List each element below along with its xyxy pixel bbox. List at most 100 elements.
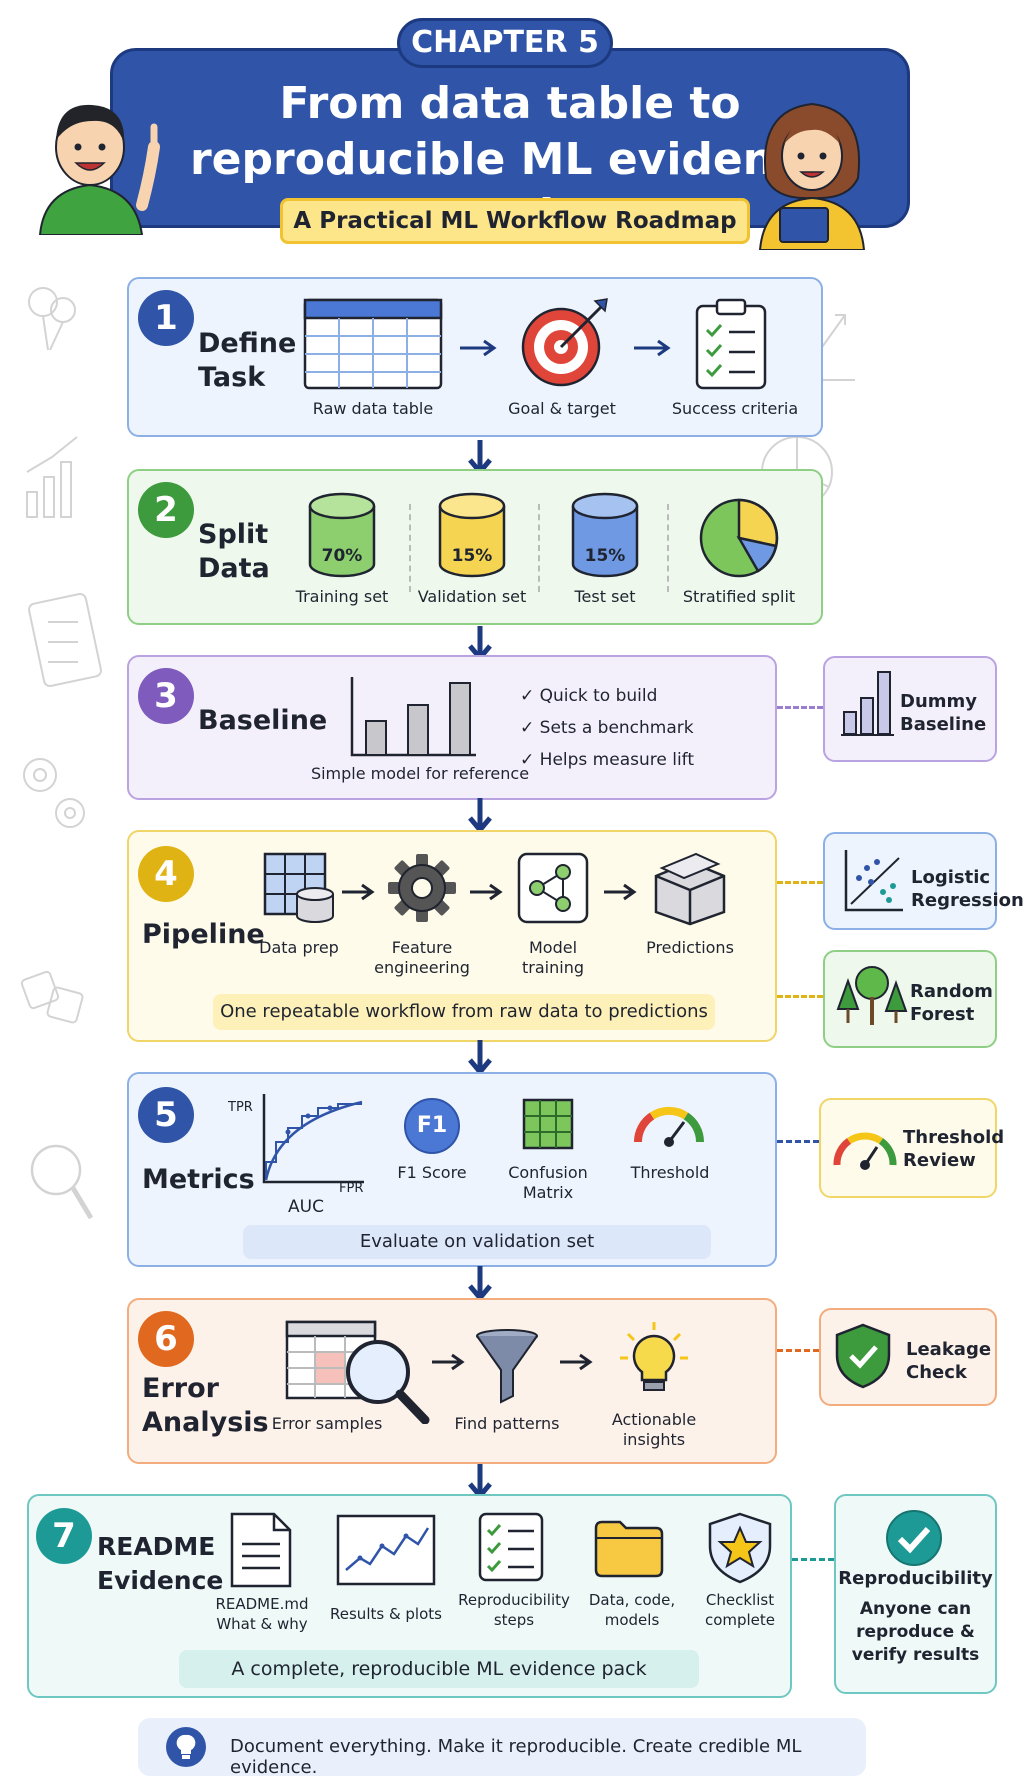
divider (667, 504, 669, 592)
step-6-item-label: Error samples (271, 1414, 383, 1433)
checklist-item: ✓ Quick to build (520, 686, 658, 706)
step-7-item-label: Reproducibility steps (458, 1591, 570, 1629)
dashed-connector (777, 995, 823, 998)
arrow-right-icon (604, 883, 637, 901)
clipboard-check-icon (695, 298, 767, 390)
percent-label: 15% (451, 546, 493, 566)
lightbulb-badge-icon (166, 1727, 206, 1767)
logistic-regression-card (823, 832, 997, 930)
threshold-review-gauge-icon (833, 1132, 897, 1170)
chapter-badge: CHAPTER 5 (397, 18, 613, 68)
dashed-connector (777, 881, 823, 884)
data-prep-icon (263, 852, 334, 923)
tools-doodle-icon (20, 970, 84, 1024)
dummy-bar-icon (841, 671, 894, 736)
step-6-number: 6 (138, 1311, 194, 1367)
step-4-item-label: Feature engineering (374, 938, 470, 977)
step-2-item-label: Validation set (417, 587, 527, 606)
arrow-right-icon (460, 339, 497, 357)
lightbulb-icon (620, 1322, 688, 1391)
threshold-gauge-icon (633, 1106, 705, 1147)
step-7-item-label: Checklist complete (704, 1591, 776, 1629)
readme-document-icon (230, 1512, 292, 1588)
percent-label: 15% (584, 546, 626, 566)
step-2-item-label: Training set (295, 587, 389, 606)
step-3-title: Baseline (198, 705, 328, 736)
step-1-title: Define Task (198, 328, 297, 393)
footer-text: Document everything. Make it reproducibl… (230, 1736, 802, 1778)
training-set-cylinder-icon (308, 492, 376, 578)
pipeline-note: One repeatable workflow from raw data to… (213, 994, 715, 1030)
step-6-item-label: Find patterns (454, 1414, 560, 1433)
reproducibility-checklist-icon (478, 1512, 544, 1582)
gears-doodle-icon (23, 758, 85, 828)
title-line-1: From data table to (279, 78, 741, 129)
step-1-item-label: Goal & target (508, 399, 616, 418)
step-7-item-label: Results & plots (330, 1605, 442, 1623)
step-4-item-label: Predictions (646, 938, 734, 957)
gear-icon (388, 854, 456, 922)
roc-y-label: TPR (228, 1100, 253, 1115)
arrow-right-icon (342, 883, 375, 901)
step-7-number: 7 (36, 1508, 92, 1564)
magnifier-doodle-icon (30, 1144, 94, 1220)
data-table-icon (303, 298, 443, 390)
metrics-note: Evaluate on validation set (243, 1225, 711, 1259)
model-graph-icon (517, 852, 589, 924)
step-2-item-label: Stratified split (682, 587, 796, 606)
validation-set-cylinder-icon (438, 492, 506, 578)
leakage-check-label: Leakage Check (906, 1339, 992, 1383)
roc-x-label: FPR (339, 1181, 364, 1196)
dashed-connector (792, 1558, 834, 1561)
step-3-number: 3 (138, 668, 194, 724)
dashed-connector (777, 1349, 819, 1352)
scatter-plot-icon (844, 850, 903, 912)
divider (538, 504, 540, 592)
threshold-review-card (819, 1098, 997, 1198)
step-4-item-label: Model training (522, 938, 584, 977)
step-7-title: README Evidence (97, 1532, 224, 1595)
checklist-item: ✓ Helps measure lift (520, 750, 695, 770)
arrow-right-icon (634, 339, 671, 357)
arrow-right-icon (432, 1353, 465, 1371)
step-6-item-label: Actionable insights (611, 1410, 697, 1449)
baseline-caption: Simple model for reference (310, 764, 530, 783)
bar-chart-doodle-icon (26, 436, 78, 518)
check-icon: ✓ (520, 686, 535, 706)
error-samples-search-icon (285, 1320, 430, 1424)
step-1-item-label: Success criteria (671, 399, 799, 418)
shield-star-icon (708, 1512, 772, 1584)
dashed-connector (777, 706, 823, 709)
step-2-item-label: Test set (574, 587, 636, 606)
confusion-matrix-icon (522, 1098, 574, 1150)
step-5-number: 5 (138, 1087, 194, 1143)
f1-badge-icon: F1 (404, 1098, 460, 1154)
stratified-pie-icon (699, 498, 779, 578)
step-1-item-label: Raw data table (312, 399, 434, 418)
threshold-review-label: Threshold Review (903, 1127, 1005, 1171)
folder-icon (594, 1520, 664, 1578)
percent-label: 70% (321, 546, 363, 566)
check-circle-icon (886, 1510, 942, 1566)
readme-note: A complete, reproducible ML evidence pac… (179, 1650, 699, 1688)
results-plot-icon (336, 1514, 436, 1586)
boy-character-icon (38, 104, 160, 235)
predictions-box-icon (654, 852, 726, 926)
step-7-item-label: README.md What & why (215, 1595, 309, 1633)
step-5-item-label: Confusion Matrix (508, 1163, 588, 1202)
step-4-title: Pipeline (142, 919, 265, 950)
subtitle-ribbon: A Practical ML Workflow Roadmap (280, 198, 750, 244)
arrow-right-icon (470, 883, 503, 901)
step-5-title: Metrics (142, 1164, 255, 1195)
step-2-title: Split Data (198, 519, 270, 584)
step-1-number: 1 (138, 290, 194, 346)
reproducibility-description: Anyone can reproduce & verify results (851, 1599, 980, 1665)
step-6-card (127, 1298, 777, 1464)
random-forest-label: Random Forest (910, 981, 993, 1025)
step-5-item-label: F1 Score (397, 1163, 467, 1182)
target-icon (521, 298, 608, 387)
dummy-baseline-label: Dummy Baseline (900, 691, 987, 735)
footer-banner (138, 1718, 866, 1776)
forest-trees-icon (836, 966, 908, 1025)
roc-curve-icon (262, 1094, 364, 1184)
